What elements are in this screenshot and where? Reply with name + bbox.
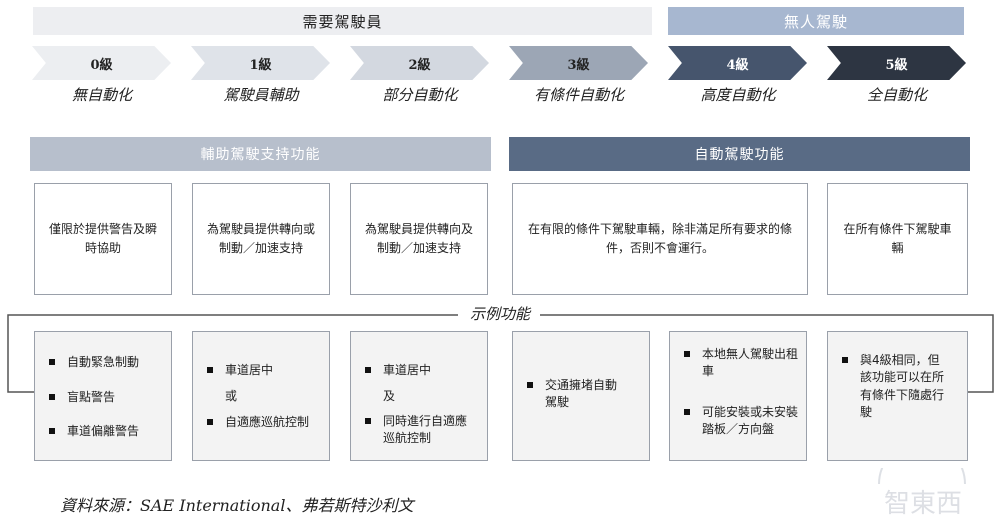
watermark-logo: 智東西 <box>878 468 966 519</box>
level-0-description: 僅限於提供警告及瞬時協助 <box>34 183 172 295</box>
example-item: 與4級相同，但該功能可以在所有條件下隨處行駛 <box>860 353 945 420</box>
auto-category-bar: 自動駕駛功能 <box>509 137 970 171</box>
example-item: 可能安裝或未安裝踏板／方向盤 <box>702 405 799 437</box>
level-0-examples: 自動緊急制動 盲點警告 車道偏離警告 <box>34 331 172 461</box>
example-item: 自動緊急制動 <box>67 355 140 369</box>
level-5-description: 在所有條件下駕駛車輛 <box>827 183 968 295</box>
examples-label: 示例功能 <box>469 305 530 323</box>
level-4-examples: 本地無人駕駛出租車 可能安裝或未安裝踏板／方向盤 <box>669 331 807 461</box>
example-connector: 或 <box>225 389 238 403</box>
level-2-examples: 車道居中 及 同時進行自適應巡航控制 <box>350 331 488 461</box>
level-4-name: 高度自動化 <box>700 86 776 104</box>
example-item: 交通擁堵自動駕駛 <box>545 378 618 410</box>
example-item: 同時進行自適應巡航控制 <box>383 414 468 446</box>
bullet <box>207 419 213 425</box>
level-0-chevron: 0級 <box>32 46 171 80</box>
bullet <box>49 394 55 400</box>
bullet <box>684 409 690 415</box>
level-1-name: 駕駛員輔助 <box>223 86 299 104</box>
example-item: 車道居中 <box>383 363 432 377</box>
level-3-description: 在有限的條件下駕駛車輛，除非滿足所有要求的條件，否則不會運行。 <box>512 183 808 295</box>
assist-category-bar: 輔助駕駛支持功能 <box>30 137 491 171</box>
bullet <box>365 367 371 373</box>
level-5-examples: 與4級相同，但該功能可以在所有條件下隨處行駛 <box>827 331 968 461</box>
source-note: 資料來源：SAE International、弗若斯特沙利文 <box>60 496 414 515</box>
example-item: 自適應巡航控制 <box>225 415 310 429</box>
level-5-chevron: 5級 <box>827 46 966 80</box>
example-item: 車道居中 <box>225 363 274 377</box>
level-0-name: 無自動化 <box>71 86 132 104</box>
bullet <box>365 418 371 424</box>
example-connector: 及 <box>383 389 396 403</box>
driverless-header: 無人駕駛 <box>668 7 964 35</box>
level-1-description: 為駕駛員提供轉向或制動／加速支持 <box>192 183 330 295</box>
level-2-name: 部分自動化 <box>382 86 458 104</box>
level-3-name: 有條件自動化 <box>533 86 624 104</box>
bullet <box>207 367 213 373</box>
level-5-name: 全自動化 <box>866 86 927 104</box>
level-2-description: 為駕駛員提供轉向及制動／加速支持 <box>350 183 488 295</box>
driver-required-header: 需要駕駛員 <box>33 7 652 35</box>
example-item: 本地無人駕駛出租車 <box>702 347 799 379</box>
bullet <box>49 359 55 365</box>
level-1-chevron: 1級 <box>191 46 330 80</box>
watermark-text: 智東西 <box>884 489 962 519</box>
bullet <box>684 351 690 357</box>
bullet <box>49 428 55 434</box>
example-item: 盲點警告 <box>67 390 116 404</box>
level-4-chevron: 4級 <box>668 46 807 80</box>
bullet <box>527 382 533 388</box>
level-1-examples: 車道居中 或 自適應巡航控制 <box>192 331 330 461</box>
bullet <box>842 357 848 363</box>
level-3-chevron: 3級 <box>509 46 648 80</box>
level-2-chevron: 2級 <box>350 46 489 80</box>
example-item: 車道偏離警告 <box>67 424 140 438</box>
level-3-examples: 交通擁堵自動駕駛 <box>512 331 650 461</box>
